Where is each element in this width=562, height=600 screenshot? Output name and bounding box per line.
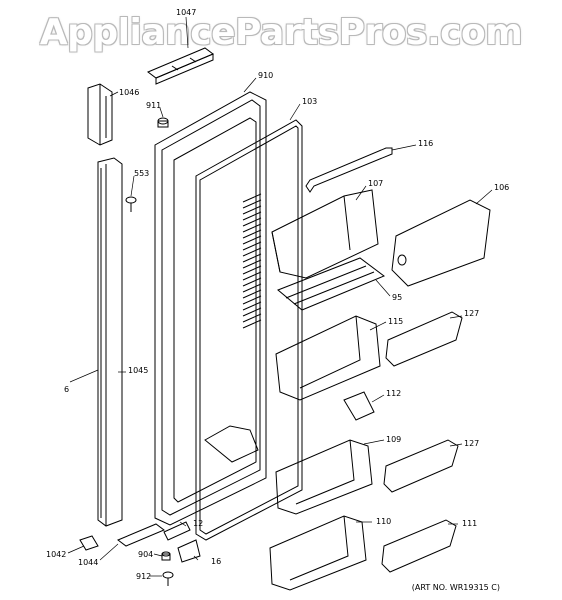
callout-1046: 1046 — [119, 88, 139, 97]
part-109-door-bin — [275, 439, 373, 515]
part-911-plug — [157, 117, 169, 128]
part-1042-hinge-pin — [79, 535, 99, 551]
part-115-door-bin — [275, 315, 381, 401]
watermark-logo: AppliancePartsPros.com — [39, 12, 523, 53]
part-1047-top-rail — [147, 47, 214, 85]
callout-107: 107 — [368, 179, 383, 188]
callout-115: 115 — [388, 317, 403, 326]
part-553-screw — [125, 196, 137, 212]
part-111-shelf-cover — [381, 519, 457, 573]
callout-6: 6 — [64, 385, 69, 394]
part-107-bin — [271, 189, 379, 279]
art-number: (ART NO. WR19315 C) — [411, 583, 500, 592]
callout-labels: 1047 910 1046 911 103 553 116 107 106 95… — [46, 8, 509, 581]
part-116-handle-bar — [305, 147, 393, 193]
callout-95: 95 — [392, 293, 402, 302]
part-16-stop — [177, 539, 201, 563]
part-110-door-bin — [269, 515, 367, 591]
callout-553: 553 — [134, 169, 149, 178]
callout-111: 111 — [462, 519, 477, 528]
callout-1044: 1044 — [78, 558, 98, 567]
part-127-shelf-cover-lower — [383, 439, 459, 493]
callout-110: 110 — [376, 517, 391, 526]
part-106-dairy-door — [391, 199, 491, 287]
callout-106: 106 — [494, 183, 509, 192]
callout-16: 16 — [211, 557, 221, 566]
callout-116: 116 — [418, 139, 433, 148]
part-1044-bottom-bracket — [117, 523, 165, 547]
part-1046-hinge-bracket — [87, 83, 113, 146]
part-904-bushing — [161, 551, 171, 561]
leader-lines — [67, 16, 493, 577]
callout-103: 103 — [302, 97, 317, 106]
callout-911: 911 — [146, 101, 161, 110]
callout-127-lower: 127 — [464, 439, 479, 448]
part-103-gasket — [195, 119, 303, 541]
callout-109: 109 — [386, 435, 401, 444]
callout-12: 12 — [193, 519, 203, 528]
door-liner-ribs — [204, 193, 262, 463]
callout-1042: 1042 — [46, 550, 66, 559]
callout-112: 112 — [386, 389, 401, 398]
callout-1047: 1047 — [176, 8, 196, 17]
part-127-shelf-cover-upper — [385, 311, 463, 367]
callout-904: 904 — [138, 550, 153, 559]
part-12-cam — [163, 521, 191, 541]
callout-910: 910 — [258, 71, 273, 80]
callout-912: 912 — [136, 572, 151, 581]
part-912-screw — [162, 571, 174, 586]
part-1045-trim-strip — [97, 157, 123, 527]
callout-1045: 1045 — [128, 366, 148, 375]
part-910-door-panel — [154, 91, 267, 526]
part-112-clip — [343, 391, 375, 421]
callout-127-upper: 127 — [464, 309, 479, 318]
part-95-wire-rack — [277, 257, 386, 311]
